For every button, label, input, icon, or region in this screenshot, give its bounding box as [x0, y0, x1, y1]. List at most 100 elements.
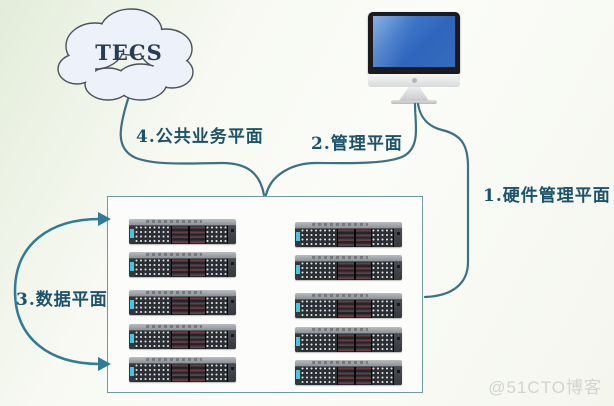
label-public-business-plane: 4.公共业务平面	[136, 127, 264, 147]
server-right-cap	[393, 229, 402, 247]
server-right-cap	[393, 367, 402, 385]
watermark: @51CTO博客	[488, 378, 602, 397]
server-top-handle	[129, 357, 236, 364]
server-drive-bays	[171, 259, 206, 277]
server-id-tag	[129, 297, 135, 315]
server-front-panel	[129, 331, 236, 349]
server-front-panel	[129, 297, 236, 315]
server-id-tag	[129, 331, 135, 349]
server-handle-ribs	[146, 358, 202, 361]
server-front-panel	[295, 367, 402, 385]
server-right-cap	[393, 262, 402, 280]
server-mesh-left	[135, 259, 172, 277]
server-right-cap	[227, 364, 236, 382]
server-drive-bays	[171, 297, 206, 315]
server	[129, 219, 236, 244]
server	[129, 290, 236, 315]
server-mesh-left	[301, 262, 338, 280]
server-front-panel	[295, 334, 402, 352]
server-mesh-right	[371, 367, 393, 385]
server-handle-ribs	[312, 294, 368, 297]
server-front-panel	[295, 229, 402, 247]
server-right-cap	[393, 300, 402, 318]
server-mesh-right	[205, 331, 227, 349]
server-mesh-left	[135, 297, 172, 315]
server-mesh-left	[301, 229, 338, 247]
server-drive-bays	[171, 331, 206, 349]
management-workstation	[368, 12, 460, 104]
server-handle-ribs	[312, 256, 368, 259]
server-top-handle	[295, 360, 402, 367]
server-mesh-right	[205, 364, 227, 382]
server-right-cap	[227, 297, 236, 315]
server-handle-ribs	[146, 220, 202, 223]
monitor-logo-dot	[411, 78, 417, 83]
server	[129, 252, 236, 277]
server-front-panel	[295, 262, 402, 280]
server-mesh-right	[371, 229, 393, 247]
server-id-tag	[295, 334, 301, 352]
server-mesh-left	[135, 331, 172, 349]
server-mesh-left	[301, 367, 338, 385]
server-drive-bays	[337, 300, 372, 318]
server-mesh-right	[371, 334, 393, 352]
server-top-handle	[295, 222, 402, 229]
server-id-tag	[129, 364, 135, 382]
label-data-plane: 3.数据平面	[16, 290, 108, 310]
server-top-handle	[129, 290, 236, 297]
tecs-cloud-label: TECS	[95, 40, 163, 65]
server-mesh-right	[371, 300, 393, 318]
monitor-base	[391, 100, 437, 104]
server-front-panel	[129, 226, 236, 244]
server-mesh-right	[205, 297, 227, 315]
monitor-chin	[368, 74, 460, 87]
server-right-cap	[393, 334, 402, 352]
server-handle-ribs	[312, 328, 368, 331]
server-id-tag	[295, 262, 301, 280]
server-front-panel	[129, 364, 236, 382]
server-drive-bays	[337, 334, 372, 352]
server-handle-ribs	[312, 361, 368, 364]
server-id-tag	[295, 300, 301, 318]
server-drive-bays	[171, 226, 206, 244]
server-mesh-right	[205, 226, 227, 244]
server-top-handle	[129, 252, 236, 259]
server	[129, 357, 236, 382]
server-handle-ribs	[146, 325, 202, 328]
server-top-handle	[129, 219, 236, 226]
server-front-panel	[129, 259, 236, 277]
server-top-handle	[295, 293, 402, 300]
server-mesh-right	[371, 262, 393, 280]
server	[295, 360, 402, 385]
server-right-cap	[227, 331, 236, 349]
server-id-tag	[295, 229, 301, 247]
hardware-management-plane-line	[416, 102, 470, 299]
server-mesh-right	[205, 259, 227, 277]
server	[295, 293, 402, 318]
server-id-tag	[295, 367, 301, 385]
server-drive-bays	[171, 364, 206, 382]
server-right-cap	[227, 259, 236, 277]
server-right-cap	[227, 226, 236, 244]
server-mesh-left	[135, 226, 172, 244]
server	[295, 327, 402, 352]
server-drive-bays	[337, 367, 372, 385]
server-drive-bays	[337, 229, 372, 247]
server	[295, 255, 402, 280]
server-handle-ribs	[312, 223, 368, 226]
server-id-tag	[129, 226, 135, 244]
monitor-bezel	[368, 12, 460, 74]
server-top-handle	[295, 255, 402, 262]
server-handle-ribs	[146, 291, 202, 294]
server	[129, 324, 236, 349]
server-mesh-left	[135, 364, 172, 382]
monitor-stand	[399, 87, 429, 101]
monitor-screen	[373, 16, 455, 67]
server-mesh-left	[301, 300, 338, 318]
server-id-tag	[129, 259, 135, 277]
server-handle-ribs	[146, 253, 202, 256]
label-management-plane: 2.管理平面	[311, 134, 403, 154]
rack-column-right	[295, 200, 402, 392]
server-top-handle	[295, 327, 402, 334]
